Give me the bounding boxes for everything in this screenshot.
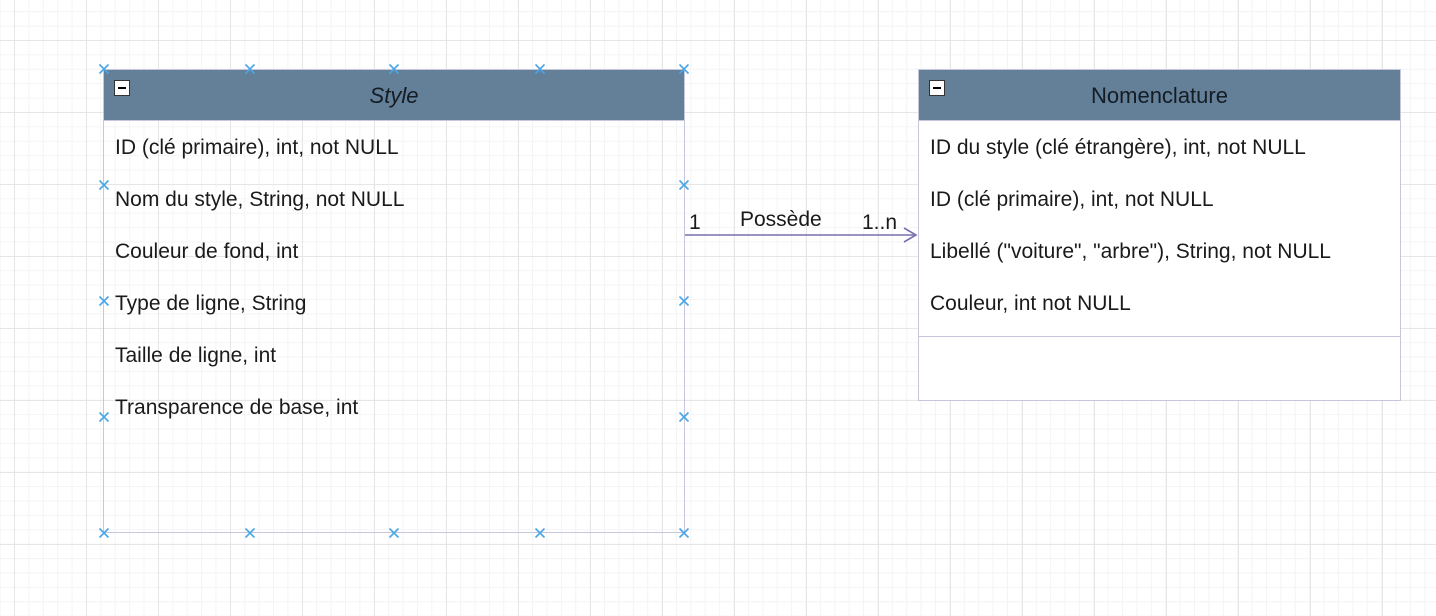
resize-handle-icon[interactable] bbox=[98, 295, 110, 307]
resize-handle-icon[interactable] bbox=[388, 527, 400, 539]
resize-handle-icon[interactable] bbox=[98, 527, 110, 539]
resize-handle-icon[interactable] bbox=[98, 63, 110, 75]
attribute-list: ID (clé primaire), int, not NULL Nom du … bbox=[104, 121, 684, 434]
entity-style[interactable]: Style ID (clé primaire), int, not NULL N… bbox=[103, 69, 685, 533]
collapse-icon[interactable] bbox=[114, 80, 130, 96]
resize-handle-icon[interactable] bbox=[678, 63, 690, 75]
resize-handle-icon[interactable] bbox=[678, 295, 690, 307]
source-multiplicity[interactable]: 1 bbox=[689, 211, 701, 234]
resize-handle-icon[interactable] bbox=[678, 411, 690, 423]
resize-handle-icon[interactable] bbox=[244, 63, 256, 75]
attribute-row[interactable]: Nom du style, String, not NULL bbox=[115, 188, 405, 211]
attribute-row[interactable]: ID (clé primaire), int, not NULL bbox=[930, 188, 1214, 211]
entity-title: Nomenclature bbox=[1091, 83, 1228, 108]
target-multiplicity[interactable]: 1..n bbox=[862, 211, 897, 234]
relation-label[interactable]: Possède bbox=[740, 208, 822, 231]
methods-separator bbox=[919, 336, 1400, 337]
resize-handle-icon[interactable] bbox=[388, 63, 400, 75]
resize-handle-icon[interactable] bbox=[98, 411, 110, 423]
resize-handle-icon[interactable] bbox=[534, 527, 546, 539]
attribute-row[interactable]: Couleur, int not NULL bbox=[930, 292, 1131, 315]
arrowhead-icon bbox=[903, 227, 918, 243]
resize-handle-icon[interactable] bbox=[244, 527, 256, 539]
entity-nomenclature[interactable]: Nomenclature ID du style (clé étrangère)… bbox=[918, 69, 1401, 401]
attribute-row[interactable]: ID du style (clé étrangère), int, not NU… bbox=[930, 136, 1306, 159]
entity-title: Style bbox=[369, 83, 419, 108]
resize-handle-icon[interactable] bbox=[678, 179, 690, 191]
resize-handle-icon[interactable] bbox=[534, 63, 546, 75]
attribute-row[interactable]: Couleur de fond, int bbox=[115, 240, 299, 263]
attribute-row[interactable]: Type de ligne, String bbox=[115, 292, 307, 315]
collapse-icon[interactable] bbox=[929, 80, 945, 96]
attribute-row[interactable]: Libellé ("voiture", "arbre"), String, no… bbox=[930, 240, 1331, 263]
resize-handle-icon[interactable] bbox=[678, 527, 690, 539]
attribute-row[interactable]: Taille de ligne, int bbox=[115, 344, 277, 367]
selection-handles bbox=[98, 63, 690, 539]
resize-handle-icon[interactable] bbox=[98, 179, 110, 191]
attribute-row[interactable]: Transparence de base, int bbox=[115, 396, 359, 419]
attribute-list: ID du style (clé étrangère), int, not NU… bbox=[919, 121, 1400, 330]
entity-header[interactable]: Style bbox=[104, 70, 684, 121]
entity-header[interactable]: Nomenclature bbox=[919, 70, 1400, 121]
attribute-row[interactable]: ID (clé primaire), int, not NULL bbox=[115, 136, 399, 159]
